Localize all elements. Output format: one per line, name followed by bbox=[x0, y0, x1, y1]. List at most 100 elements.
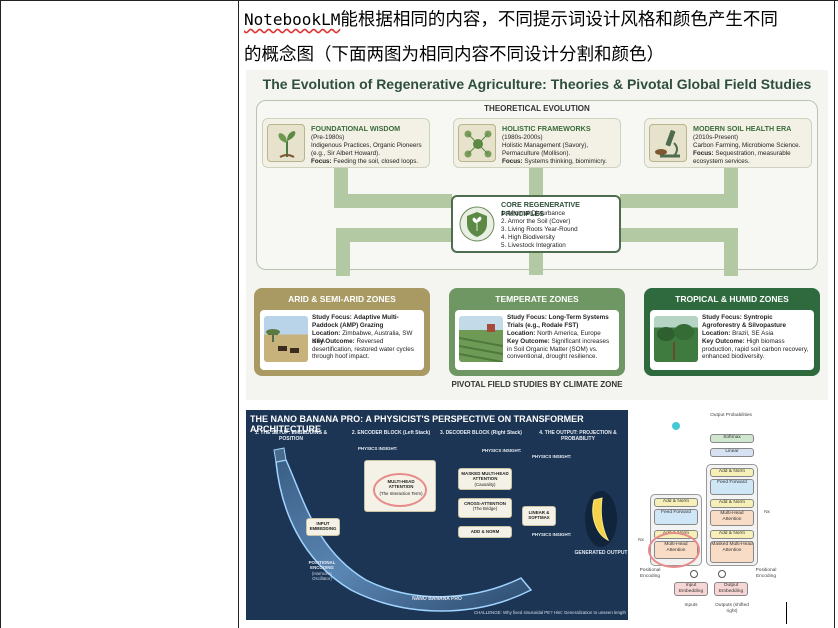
highlight-circle bbox=[373, 473, 427, 507]
card-foundational-wisdom: FOUNDATIONAL WISDOM (Pre-1980s) Indigeno… bbox=[262, 118, 430, 168]
theoretical-evolution-label: THEORETICAL EVOLUTION bbox=[484, 104, 590, 113]
card-body: Carbon Farming, Microbiome Science. bbox=[693, 142, 801, 149]
add-operator-icon bbox=[718, 570, 726, 578]
zone-card: Study Focus: Adaptive Multi-Paddock (AMP… bbox=[260, 310, 424, 370]
zone-outcome: Key Outcome: Reversed desertification, r… bbox=[312, 338, 414, 361]
zone-location: Location: Zimbabwe, Australia, SW USA bbox=[312, 330, 413, 345]
notebooklm-term: NotebookLM bbox=[244, 10, 341, 29]
table-column-divider bbox=[238, 0, 239, 628]
table-right-border bbox=[834, 0, 835, 628]
flow-arrow bbox=[334, 194, 452, 208]
challenge-footer: CHALLENGE: Why fixed sinusoidal PE? Hint… bbox=[473, 610, 626, 615]
nx-label: Nx bbox=[638, 538, 644, 543]
card-subtitle: (2010s-Present) bbox=[693, 134, 739, 141]
flow-arrow bbox=[529, 168, 543, 196]
card-body: Holistic Management (Savory), Permacultu… bbox=[502, 142, 589, 157]
feed-forward-block: Feed Forward bbox=[654, 509, 698, 525]
zone-card: Study Focus: Long-Term Systems Trials (e… bbox=[455, 310, 619, 370]
zone-tropical: TROPICAL & HUMID ZONES Study Focus: Synt… bbox=[644, 288, 820, 376]
outputs-label: Outputs (shifted right) bbox=[715, 603, 749, 614]
network-icon bbox=[458, 124, 496, 162]
section-heading: 3. DECODER BLOCK (Right Stack) bbox=[440, 430, 522, 436]
zone-title: ARID & SEMI-ARID ZONES bbox=[288, 294, 396, 304]
core-item: 1. Minimal Disturbance bbox=[501, 210, 566, 217]
masked-multi-head-block: Masked Multi-Head Attention bbox=[710, 541, 754, 563]
card-subtitle: (1980s-2000s) bbox=[502, 134, 543, 141]
card-modern-soil-health: MODERN SOIL HEALTH ERA (2010s-Present) C… bbox=[644, 118, 812, 168]
input-embedding-box: INPUT EMBEDDING bbox=[306, 518, 340, 536]
masked-attention-box: MASKED MULTI-HEAD ATTENTION (Causality) bbox=[458, 468, 512, 490]
card-title: HOLISTIC FRAMEWORKS bbox=[502, 124, 591, 133]
highlight-circle bbox=[648, 532, 700, 568]
flow-arrow bbox=[620, 228, 726, 242]
card-focus: Focus: Sequestration, measurable ecosyst… bbox=[693, 150, 791, 165]
infographic-title: The Evolution of Regenerative Agricultur… bbox=[262, 76, 812, 92]
add-norm-block: Add & Norm bbox=[710, 499, 754, 508]
zone-location: Location: North America, Europe bbox=[507, 330, 601, 337]
flow-arrow bbox=[724, 228, 738, 276]
zone-arid: ARID & SEMI-ARID ZONES Study Focus: Adap… bbox=[254, 288, 430, 376]
cursor-dot bbox=[672, 422, 680, 430]
positional-encoding-label: Positional Encoding bbox=[639, 568, 661, 579]
text-cursor bbox=[786, 602, 787, 624]
generated-banana-icon bbox=[585, 491, 617, 547]
multi-head-block: Multi-Head Attention bbox=[710, 510, 754, 526]
rainforest-illustration bbox=[654, 316, 698, 362]
feed-forward-block: Feed Forward bbox=[710, 479, 754, 495]
flow-arrow bbox=[529, 253, 543, 275]
add-norm-block: Add & Norm bbox=[654, 498, 698, 507]
core-item: 2. Armor the Soil (Cover) bbox=[501, 218, 571, 225]
input-embedding-block: Input Embedding bbox=[674, 582, 708, 596]
card-title: FOUNDATIONAL WISDOM bbox=[311, 124, 401, 133]
zone-card: Study Focus: Syntropic Agroforestry & Si… bbox=[650, 310, 814, 370]
positional-encoding-sub: (Harmonic Oscillator) bbox=[311, 571, 333, 582]
flow-arrow bbox=[346, 228, 452, 242]
physics-insight-label: PHYSICS INSIGHT: bbox=[532, 532, 572, 537]
card-title: MODERN SOIL HEALTH ERA bbox=[693, 124, 792, 133]
banana-chip-illustration bbox=[273, 447, 533, 612]
card-holistic-frameworks: HOLISTIC FRAMEWORKS (1980s-2000s) Holist… bbox=[453, 118, 621, 168]
generated-output-label: GENERATED OUTPUT bbox=[574, 550, 628, 556]
softmax-block: Softmax bbox=[710, 434, 754, 443]
shield-leaf-icon bbox=[457, 203, 497, 245]
add-norm-box: ADD & NORM bbox=[458, 526, 512, 538]
zone-outcome: Key Outcome: Significant increases in So… bbox=[507, 338, 610, 361]
intro-paragraph: NotebookLM能根据相同的内容，不同提示词设计风格和颜色产生不同 的概念图… bbox=[244, 2, 834, 73]
add-norm-block: Add & Norm bbox=[710, 468, 754, 477]
farmland-illustration bbox=[458, 316, 504, 363]
linear-softmax-box: LINEAR & SOFTMAX bbox=[522, 506, 556, 526]
regen-agriculture-infographic: The Evolution of Regenerative Agricultur… bbox=[246, 70, 828, 400]
encoder-block: MULTI-HEAD ATTENTION (The Interaction Te… bbox=[364, 460, 436, 512]
zone-temperate: TEMPERATE ZONES Study Focus: Long-Term S… bbox=[449, 288, 625, 376]
transformer-architecture-diagram: Output Probabilities Softmax Linear Add … bbox=[630, 410, 785, 620]
flow-arrow bbox=[620, 194, 738, 208]
zone-outcome: Key Outcome: High biomass production, ra… bbox=[702, 338, 809, 361]
core-item: 5. Livestock Integration bbox=[501, 242, 566, 249]
inputs-label: Inputs bbox=[684, 603, 698, 608]
core-item: 3. Living Roots Year-Round bbox=[501, 226, 578, 233]
section-heading: 4. THE OUTPUT: PROJECTION & PROBABILITY bbox=[539, 430, 617, 442]
infographic-title: THE NANO BANANA PRO: A PHYSICIST'S PERSP… bbox=[250, 414, 584, 434]
nx-label: Nx bbox=[764, 510, 770, 515]
add-norm-block: Add & Norm bbox=[710, 530, 754, 539]
cross-attention-box: CROSS-ATTENTION (The Bridge) bbox=[458, 498, 512, 518]
core-item: 4. High Biodiversity bbox=[501, 234, 555, 241]
zone-location: Location: Brazil, SE Asia bbox=[702, 330, 774, 337]
card-subtitle: (Pre-1980s) bbox=[311, 134, 345, 141]
zone-study: Study Focus: Adaptive Multi-Paddock (AMP… bbox=[312, 314, 399, 329]
physics-insight-label: PHYSICS INSIGHT: bbox=[358, 446, 398, 451]
section-heading: 2. ENCODER BLOCK (Left Stack) bbox=[351, 430, 431, 436]
savanna-illustration bbox=[264, 316, 308, 362]
output-embedding-block: Output Embedding bbox=[714, 582, 748, 596]
pivotal-studies-label: PIVOTAL FIELD STUDIES BY CLIMATE ZONE bbox=[451, 380, 623, 389]
card-focus: Focus: Feeding the soil, closed loops. bbox=[311, 158, 419, 165]
add-operator-icon bbox=[690, 570, 698, 578]
output-probabilities-label: Output Probabilities bbox=[710, 413, 752, 418]
card-focus: Focus: Systems thinking, biomimicry. bbox=[502, 158, 607, 165]
zone-title: TEMPERATE ZONES bbox=[495, 294, 579, 304]
section-heading: 1. THE SETUP: EMBEDDING & POSITION bbox=[254, 430, 328, 442]
physics-insight-label: PHYSICS INSIGHT: bbox=[482, 448, 522, 453]
banana-caption: NANO BANANA PRO bbox=[412, 596, 462, 602]
core-principles-box: CORE REGENERATIVE PRINCIPLES 1. Minimal … bbox=[451, 195, 621, 253]
nano-banana-transformer-infographic: THE NANO BANANA PRO: A PHYSICIST'S PERSP… bbox=[246, 410, 628, 620]
